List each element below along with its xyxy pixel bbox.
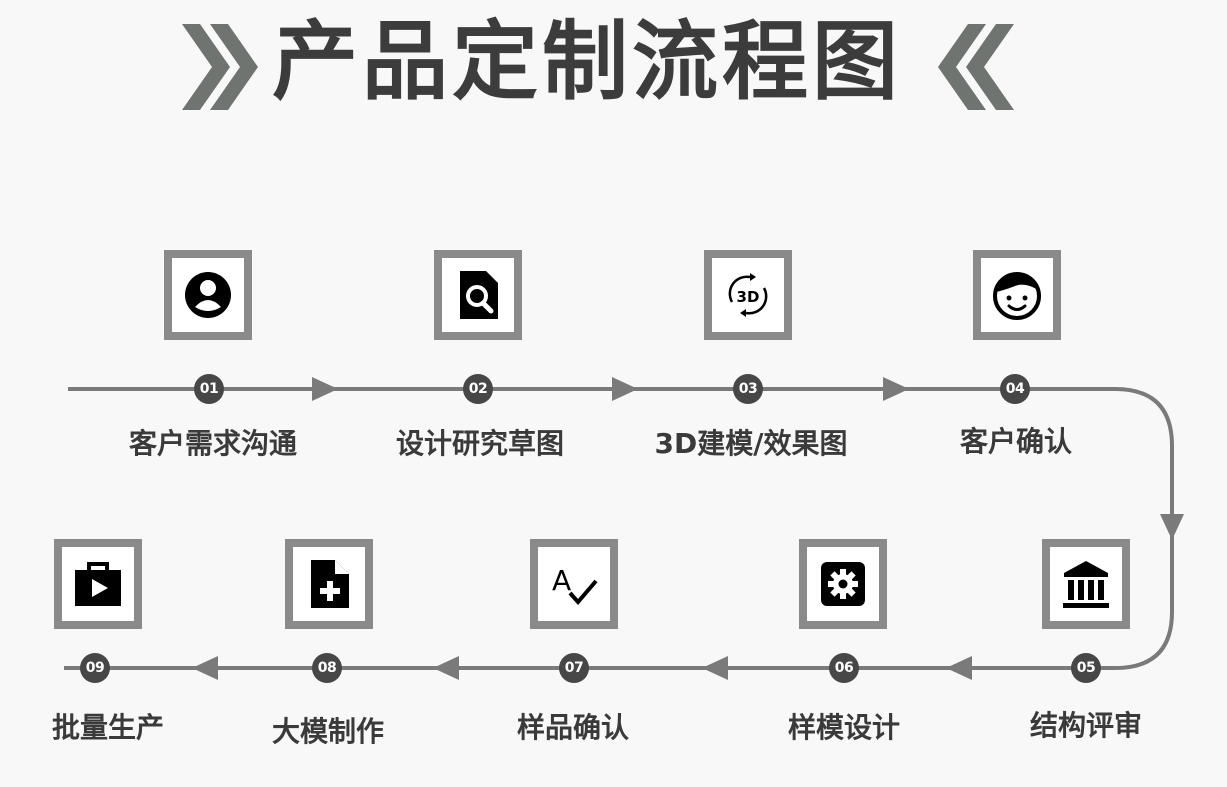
smiley-face-icon [993, 272, 1041, 320]
video-briefcase-icon [75, 562, 121, 606]
step-05-icon-box [1042, 539, 1130, 629]
step-04-label: 客户确认 [959, 425, 1072, 458]
arrow-left-icon [946, 656, 972, 680]
step-03-number: 03 [733, 374, 763, 404]
step-07-label: 样品确认 [516, 711, 629, 744]
step-02-label: 设计研究草图 [395, 427, 564, 460]
double-chevron-right-icon [182, 24, 258, 110]
step-06-number: 06 [829, 653, 859, 683]
step-09-icon-box [54, 539, 142, 629]
step-03-icon-box: 3D [704, 250, 792, 340]
gear-icon [821, 562, 865, 606]
step-08-icon-box [285, 539, 373, 629]
arrow-right-icon [883, 377, 909, 401]
3d-rotate-icon: 3D [728, 273, 768, 317]
file-search-icon [460, 271, 498, 319]
step-01-label: 客户需求沟通 [128, 427, 297, 460]
arrow-left-icon [433, 656, 459, 680]
svg-text:A: A [552, 564, 571, 597]
page-title: 产品定制流程图 [272, 12, 902, 112]
step-02-icon-box [434, 250, 522, 340]
step-01-icon-box [164, 250, 252, 340]
arrow-right-icon [312, 377, 338, 401]
file-plus-icon [311, 560, 349, 608]
step-06-icon-box [799, 539, 887, 629]
step-03-label: 3D建模/效果图 [654, 427, 848, 460]
arrow-right-icon [612, 377, 638, 401]
step-05-label: 结构评审 [1029, 709, 1142, 742]
step-07-icon-box: A [530, 539, 618, 629]
step-04-icon-box [973, 250, 1061, 340]
institution-icon [1063, 561, 1109, 608]
step-08-number: 08 [312, 653, 342, 683]
svg-text:3D: 3D [737, 288, 760, 306]
step-09-label: 批量生产 [51, 711, 164, 744]
spellcheck-icon: A [552, 564, 598, 606]
double-chevron-left-icon [938, 24, 1014, 110]
flow-end-tick [64, 666, 76, 670]
arrow-down-icon [1160, 514, 1184, 540]
arrow-left-icon [702, 656, 728, 680]
step-05-number: 05 [1071, 653, 1101, 683]
step-09-number: 09 [80, 653, 110, 683]
arrow-left-icon [192, 656, 218, 680]
user-circle-icon [185, 272, 231, 318]
step-07-number: 07 [559, 653, 589, 683]
step-01-number: 01 [194, 374, 224, 404]
step-06-label: 样模设计 [787, 711, 900, 744]
step-02-number: 02 [463, 374, 493, 404]
step-04-number: 04 [1000, 374, 1030, 404]
step-08-label: 大模制作 [271, 715, 384, 748]
